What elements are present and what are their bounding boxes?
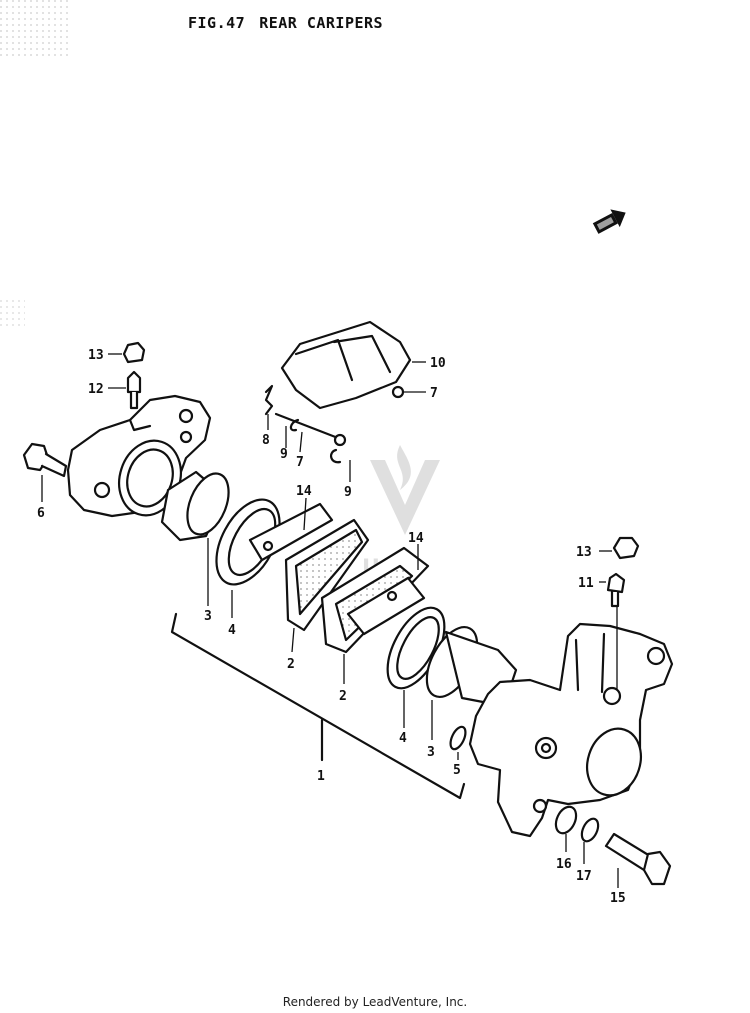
scan-noise — [0, 0, 70, 330]
right-caliper-body — [468, 622, 674, 838]
callout-12: 12 — [88, 382, 104, 397]
callout-11: 11 — [578, 576, 594, 591]
right-bleeder-cap — [612, 536, 640, 560]
left-piston — [160, 470, 230, 542]
callout-14: 14 — [296, 484, 312, 499]
left-caliper-body — [66, 394, 212, 518]
callout-7: 7 — [296, 455, 304, 470]
pad-pin-clip-upper — [289, 418, 300, 432]
callout-17: 17 — [576, 869, 592, 884]
callout-7: 7 — [430, 386, 438, 401]
bolt-washer — [554, 805, 578, 835]
right-mounting-bolt — [604, 832, 672, 886]
left-pad-shim — [248, 502, 334, 562]
callout-13: 13 — [576, 545, 592, 560]
callout-3: 3 — [204, 609, 212, 624]
callout-2: 2 — [339, 689, 347, 704]
left-bleeder-valve — [126, 370, 142, 410]
callout-1: 1 — [317, 769, 325, 784]
callout-6: 6 — [37, 506, 45, 521]
left-bleeder-cap — [122, 341, 146, 364]
right-pad-shim — [346, 576, 426, 636]
callout-labels: 13 12 6 3 4 14 2 2 14 4 3 5 1 10 7 8 7 9… — [37, 348, 626, 906]
callout-14: 14 — [408, 531, 424, 546]
callout-13: 13 — [88, 348, 104, 363]
bolt-spring-washer — [580, 817, 600, 843]
callout-15: 15 — [610, 891, 626, 906]
callout-9: 9 — [344, 485, 352, 500]
callout-4: 4 — [228, 623, 236, 638]
callout-5: 5 — [453, 763, 461, 778]
left-mounting-bolt — [22, 442, 68, 478]
copper-washer — [449, 725, 467, 751]
callout-3: 3 — [427, 745, 435, 760]
inner-brake-pad — [284, 518, 370, 632]
pad-pin — [274, 385, 405, 447]
callout-10: 10 — [430, 356, 446, 371]
leader-lines — [41, 353, 619, 888]
callout-16: 16 — [556, 857, 572, 872]
figure-title: FIG.47 REAR CARIPERS — [188, 14, 383, 32]
callout-2: 2 — [287, 657, 295, 672]
pad-cover — [280, 320, 412, 410]
callout-8: 8 — [262, 433, 270, 448]
front-arrow-icon — [592, 209, 626, 234]
callout-9: 9 — [280, 447, 288, 462]
right-piston-seal — [386, 606, 446, 690]
figure-number: FIG.47 — [188, 14, 246, 32]
render-credit: Rendered by LeadVenture, Inc. — [282, 995, 468, 1009]
right-bleeder-valve — [606, 572, 626, 608]
pad-spring — [264, 384, 274, 416]
assembly-bracket — [170, 612, 466, 800]
figure-caption: REAR CARIPERS — [259, 14, 384, 32]
callout-4: 4 — [399, 731, 407, 746]
pad-pin-clip-lower — [330, 448, 342, 464]
